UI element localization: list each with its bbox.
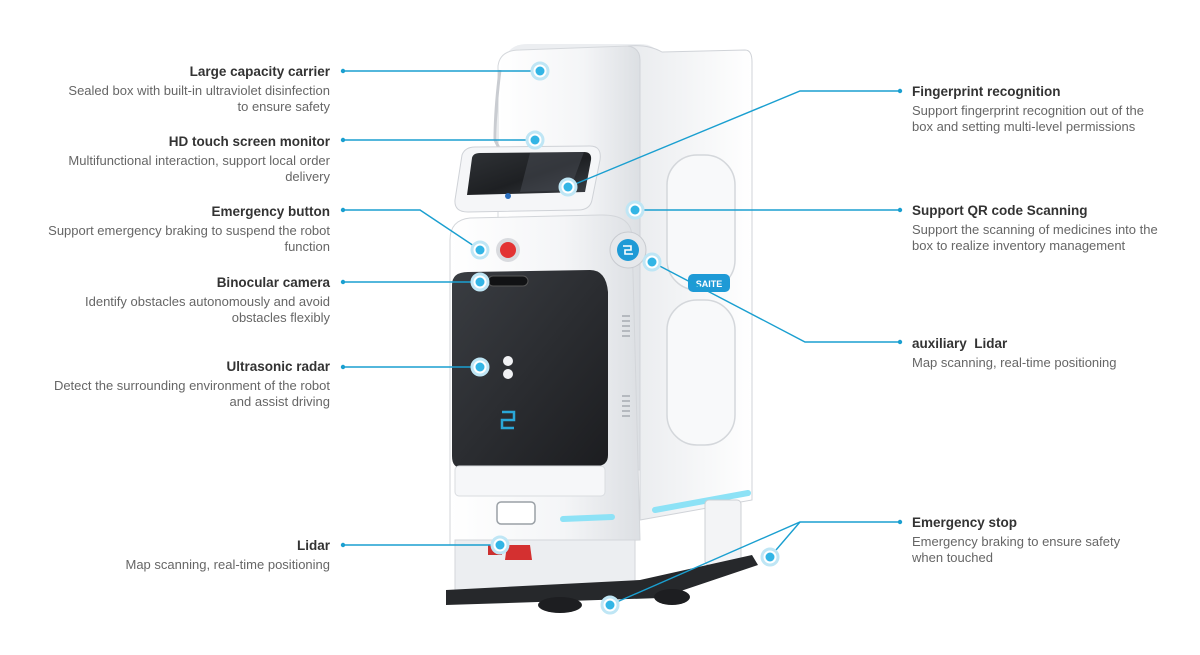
callout-desc-line: Map scanning, real-time positioning	[125, 557, 331, 572]
hotspot-dot	[760, 547, 780, 567]
callout-desc-line: and assist driving	[229, 394, 330, 409]
hotspot-dot	[558, 177, 578, 197]
glow-strips	[560, 490, 751, 522]
leader-tick	[340, 68, 346, 74]
callout-title: Emergency button	[211, 204, 330, 219]
leader-lines	[343, 70, 900, 606]
hotspot-dot	[525, 130, 545, 150]
leader-tick	[340, 542, 346, 548]
callout-desc-line: when touched	[912, 550, 993, 565]
hotspot-dot	[470, 357, 490, 377]
callout-desc-line: function	[284, 239, 330, 254]
hotspot-dot	[470, 240, 490, 260]
hotspot-dot	[642, 252, 662, 272]
callout-emergency-button: Emergency button Support emergency braki…	[10, 203, 330, 255]
leader-tick	[897, 519, 903, 525]
callout-auxiliary-lidar: auxiliary Lidar Map scanning, real-time …	[912, 335, 1192, 371]
callout-desc-line: Support fingerprint recognition out of t…	[912, 103, 1144, 118]
leader-tick	[340, 364, 346, 370]
hotspot-dot	[600, 595, 620, 615]
leader-tick	[897, 88, 903, 94]
callout-title: Support QR code Scanning	[912, 203, 1088, 218]
touch-screen	[454, 145, 601, 213]
callout-title: Ultrasonic radar	[226, 359, 330, 374]
callout-dots	[340, 61, 903, 615]
callout-title: Fingerprint recognition	[912, 84, 1061, 99]
callout-desc-line: Multifunctional interaction, support loc…	[68, 153, 330, 168]
leader-tick	[897, 339, 903, 345]
hotspot-dot	[625, 200, 645, 220]
callout-title: Emergency stop	[912, 515, 1018, 530]
robot-base	[446, 555, 758, 613]
callout-desc-line: to ensure safety	[237, 99, 331, 114]
saite-badge-text: SAITE	[696, 279, 723, 289]
callout-desc-line: obstacles flexibly	[231, 310, 330, 325]
hotspot-dot	[530, 61, 550, 81]
hotspot-dot	[470, 272, 490, 292]
callout-qr-code-scanning: Support QR code Scanning Support the sca…	[912, 202, 1192, 254]
callout-desc-line: delivery	[285, 169, 330, 184]
leader-tick	[340, 207, 346, 213]
callout-desc-line: Support emergency braking to suspend the…	[48, 223, 330, 238]
callout-desc-line: Emergency braking to ensure safety	[912, 534, 1121, 549]
leader-tick	[340, 137, 346, 143]
callout-title: Lidar	[296, 538, 330, 553]
front-body	[449, 214, 647, 546]
lidar-unit	[454, 539, 636, 591]
hotspot-dot	[490, 535, 510, 555]
callout-binocular-camera: Binocular camera Identify obstacles auto…	[10, 274, 330, 326]
callout-large-capacity-carrier: Large capacity carrier Sealed box with b…	[10, 63, 330, 115]
callout-desc-line: Identify obstacles autonomously and avoi…	[85, 294, 330, 309]
callout-desc-line: box and setting multi-level permissions	[912, 119, 1136, 134]
callout-lidar: Lidar Map scanning, real-time positionin…	[10, 537, 331, 573]
callout-desc-line: Sealed box with built-in ultraviolet dis…	[68, 83, 330, 98]
callout-desc-line: Detect the surrounding environment of th…	[53, 378, 330, 393]
saite-badge: SAITE	[688, 274, 730, 292]
leader-tick	[340, 279, 346, 285]
callout-title: HD touch screen monitor	[168, 134, 330, 149]
callout-fingerprint-recognition: Fingerprint recognition Support fingerpr…	[912, 83, 1192, 135]
callout-title: auxiliary Lidar	[912, 336, 1008, 351]
callout-title: Binocular camera	[216, 275, 330, 290]
callout-ultrasonic-radar: Ultrasonic radar Detect the surrounding …	[10, 358, 330, 410]
callout-hd-touch-screen: HD touch screen monitor Multifunctional …	[10, 133, 330, 185]
callout-emergency-stop: Emergency stop Emergency braking to ensu…	[912, 514, 1192, 566]
leader-tick	[897, 207, 903, 213]
callout-title: Large capacity carrier	[189, 64, 330, 79]
callout-desc-line: Support the scanning of medicines into t…	[912, 222, 1158, 237]
callout-desc-line: box to realize inventory management	[912, 238, 1126, 253]
callout-desc-line: Map scanning, real-time positioning	[912, 355, 1117, 370]
